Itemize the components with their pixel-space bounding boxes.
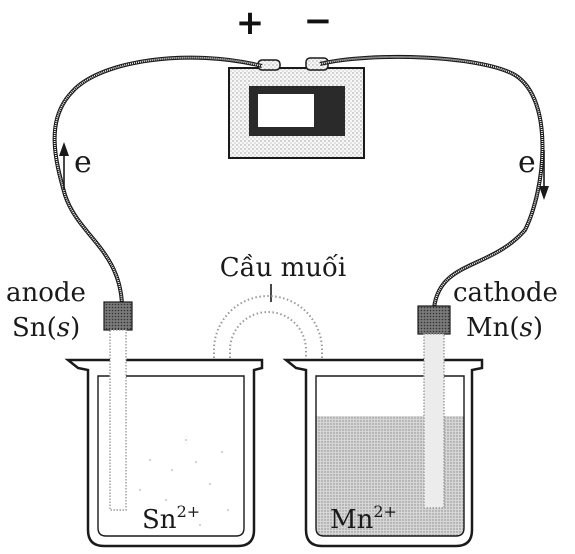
right-electron-label: e <box>518 145 536 180</box>
left-electrode-rod <box>109 329 127 511</box>
left-electrode <box>103 301 133 511</box>
battery-plus-sign: + <box>236 3 265 43</box>
salt-bridge-inner <box>229 311 307 470</box>
right-electrode-clamp <box>417 305 451 335</box>
cathode-species: Mn(s) <box>466 313 543 343</box>
anode-label: anode <box>6 278 86 308</box>
battery-window <box>258 94 314 127</box>
cathode-label: cathode <box>453 278 558 308</box>
right-electron-arrow <box>539 150 549 200</box>
battery <box>228 57 365 159</box>
salt-bridge-outer <box>213 295 323 470</box>
battery-minus-sign: − <box>304 1 333 41</box>
left-electron-arrow <box>59 142 69 190</box>
right-electrode <box>417 305 451 509</box>
left-electrode-clamp <box>103 301 133 331</box>
left-electron-label: e <box>74 145 92 180</box>
salt-bridge-label: Cầu muối <box>220 253 346 283</box>
right-electrode-rod <box>423 333 445 509</box>
left-wire-outline <box>52 55 263 306</box>
left-solution-stipple <box>117 439 229 526</box>
right-ion-label: Mn2+ <box>330 502 397 535</box>
right-wire <box>319 56 544 309</box>
left-ion-label: Sn2+ <box>142 502 200 535</box>
anode-species: Sn(s) <box>12 313 80 343</box>
